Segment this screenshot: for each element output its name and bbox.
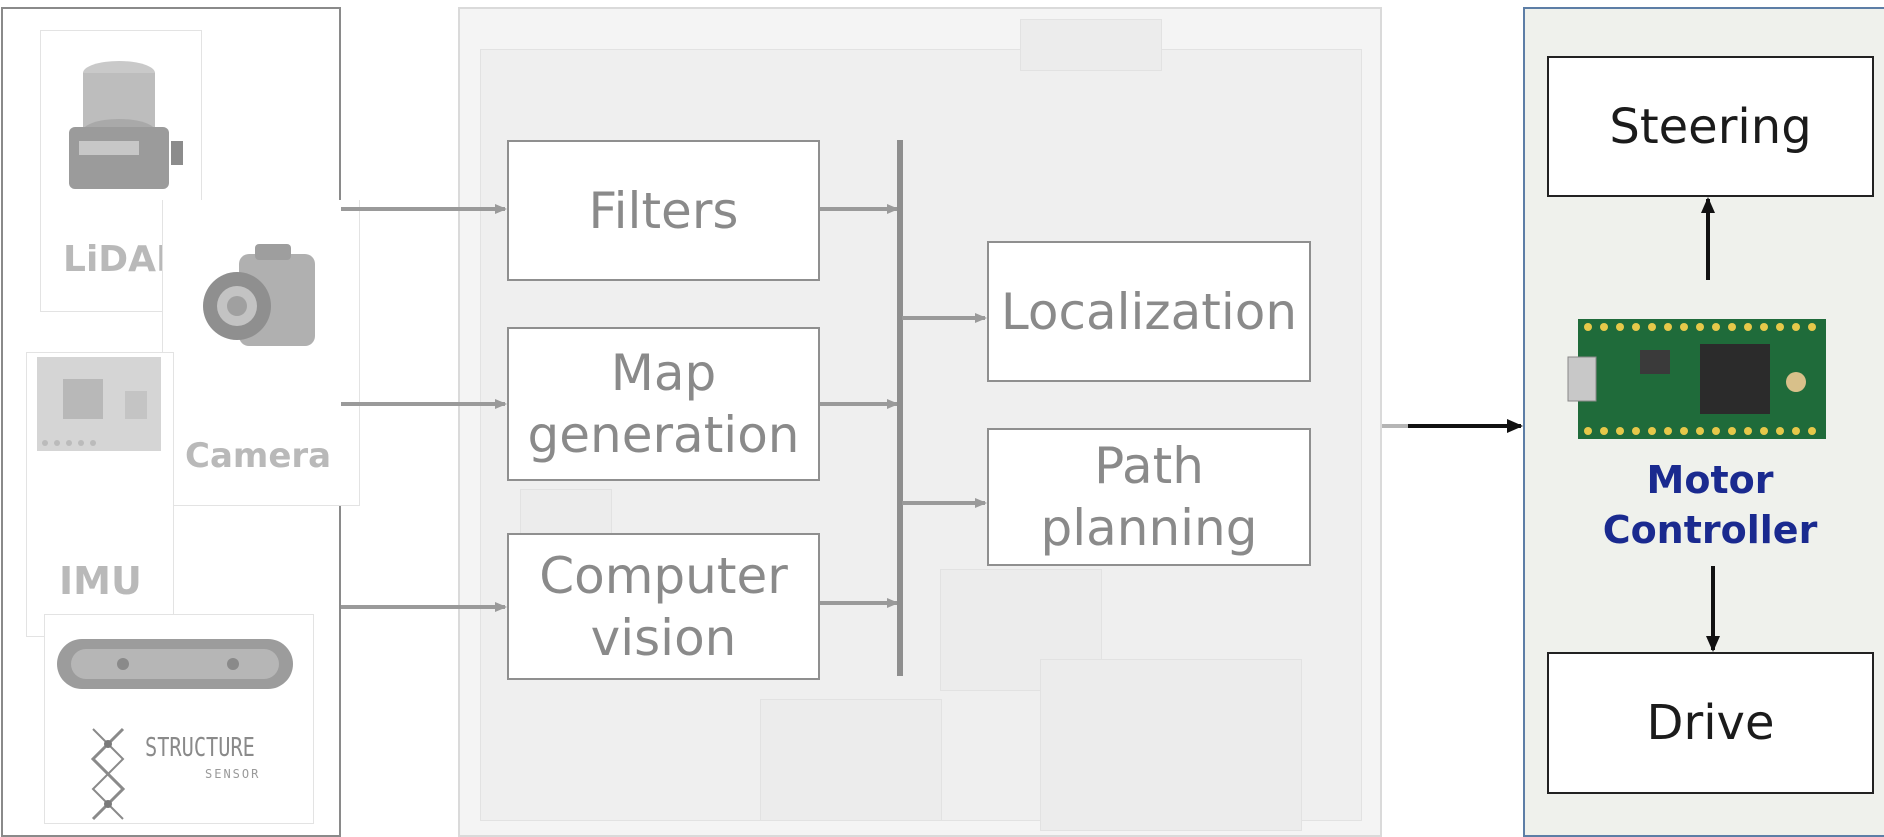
- structure-sensor-tile: STRUCTURE SENSOR: [44, 614, 314, 824]
- structure-logo-subtext: SENSOR: [205, 767, 261, 781]
- drive-box: Drive: [1547, 652, 1874, 794]
- camera-image: [203, 244, 315, 346]
- filters-box: Filters: [507, 140, 820, 281]
- steering-box: Steering: [1547, 56, 1874, 197]
- imu-tile: IMU: [26, 352, 174, 637]
- lidar-sensor-image: [69, 61, 183, 189]
- map-generation-box: Map generation: [507, 327, 820, 481]
- imu-label: IMU: [59, 559, 142, 603]
- structure-sensor-image: [57, 639, 293, 821]
- camera-tile: Camera: [162, 200, 360, 506]
- board-component: [1020, 19, 1162, 71]
- camera-label: Camera: [185, 436, 332, 476]
- structure-logo-text: STRUCTURE: [145, 733, 255, 763]
- board-component: [760, 699, 942, 821]
- imu-board-image: [37, 357, 161, 451]
- computer-vision-box: Computer vision: [507, 533, 820, 680]
- localization-box: Localization: [987, 241, 1311, 382]
- motor-controller-label: Motor Controller: [1602, 458, 1818, 552]
- board-component: [1040, 659, 1302, 831]
- path-planning-box: Path planning: [987, 428, 1311, 566]
